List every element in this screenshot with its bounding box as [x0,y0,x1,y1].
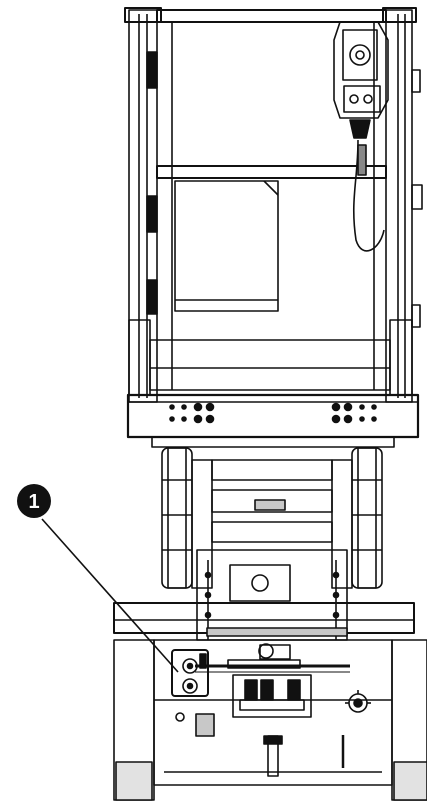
joystick-icon [349,44,371,66]
scissor-stack [161,447,383,589]
callout-badge [17,484,51,518]
charger-block [232,674,312,718]
callout-1 [17,484,179,673]
ground-emergency-stop-icon [182,678,198,694]
warning-decal [195,713,215,737]
top-rail [156,9,387,23]
callout-leader-line [41,518,179,673]
mid-rail [156,165,387,179]
rear-wheel-right [393,761,427,801]
platform-deck [126,393,420,448]
chassis [113,549,427,801]
deck-bolts-left [169,402,215,424]
deck-bolts-right [331,402,377,424]
guardrail-frame [124,7,423,403]
upper-control-box [333,21,389,252]
manual-storage-box [174,180,279,312]
rear-wheel-left [115,761,153,801]
callout-label: 1 [28,491,39,513]
control-cable [352,139,385,252]
ground-key-switch-icon [182,658,198,674]
ground-control-panel [171,649,209,697]
